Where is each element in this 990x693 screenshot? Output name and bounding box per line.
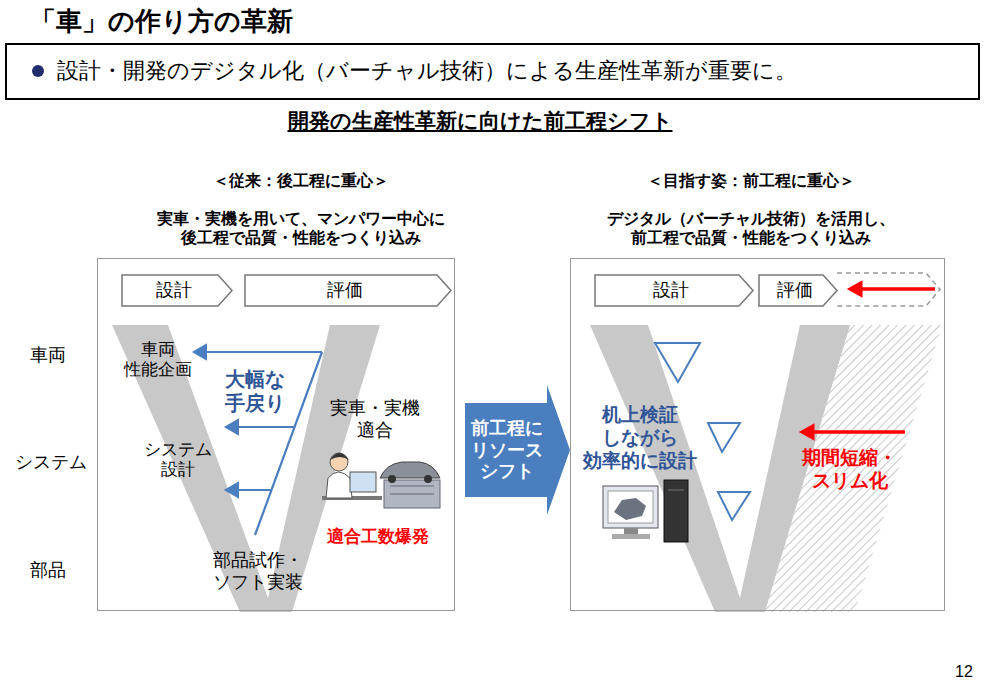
shape-outline: [465, 385, 570, 515]
stage-label: 部品試作・ ソフト実装: [209, 550, 307, 593]
shorten-arrow: [852, 287, 935, 291]
panel-description: 実車・実機を用いて、マンパワー中心に 後工程で品質・性能をつくり込み: [153, 209, 448, 247]
design-label: 机上検証 しながら 効率的に設計: [579, 404, 702, 472]
row-label: 部品: [30, 560, 66, 582]
stage-label: 車両 性能企画: [120, 340, 196, 381]
bullet-dot: [32, 65, 44, 77]
slide-title: 「車」の作り方の革新: [30, 6, 293, 37]
v-shape: [112, 325, 380, 612]
phase-chevron: 評価: [758, 274, 838, 307]
panel-heading: ＜目指す姿：前工程に重心＞: [647, 171, 855, 190]
test-illustration: [322, 453, 440, 508]
row-label: システム: [15, 452, 87, 474]
phase-chevron: 評価: [244, 274, 452, 307]
node-text: 設計: [653, 280, 689, 302]
dashed-chevron: [837, 273, 940, 306]
computer-illustration: [603, 480, 688, 542]
page-number: 12: [955, 662, 973, 681]
row-label: 車両: [30, 345, 66, 367]
shorten-arrow: [804, 430, 905, 434]
shift-arrow: 前工程に リソース シフト: [465, 385, 570, 515]
shape-outline: [245, 275, 451, 306]
panel-description: デジタル（バーチャル技術）を活用し、 前工程で品質・性能をつくり込み: [603, 209, 898, 247]
node-text: 設計: [156, 280, 192, 302]
panel-heading: ＜従来：後工程に重心＞: [213, 171, 389, 190]
bullet-box: 設計・開発のデジタル化（バーチャル技術）による生産性革新が重要に。: [5, 43, 980, 100]
phase-chevron: 設計: [121, 274, 233, 307]
shape-outline: [595, 275, 753, 306]
rework-arrows: [194, 352, 322, 535]
phase-chevron: 設計: [594, 274, 754, 307]
shape-outline: [759, 275, 837, 306]
node-text: 評価: [327, 280, 363, 302]
rework-label: 大幅な 手戻り: [221, 367, 290, 415]
stage-label: 実車・実機 適合: [326, 398, 424, 441]
result-label: 期間短縮・ スリム化: [798, 447, 902, 493]
shape-outline: [122, 275, 232, 306]
subtitle: 開発の生産性革新に向けた前工程シフト: [288, 108, 673, 133]
node-text: 前工程に リソース シフト: [467, 418, 547, 483]
node-text: 設計・開発のデジタル化（バーチャル技術）による生産性革新が重要に。: [57, 58, 797, 84]
warning-label: 適合工数爆発: [327, 527, 429, 547]
node-text: 評価: [777, 280, 813, 302]
stage-label: システム 設計: [140, 440, 216, 481]
